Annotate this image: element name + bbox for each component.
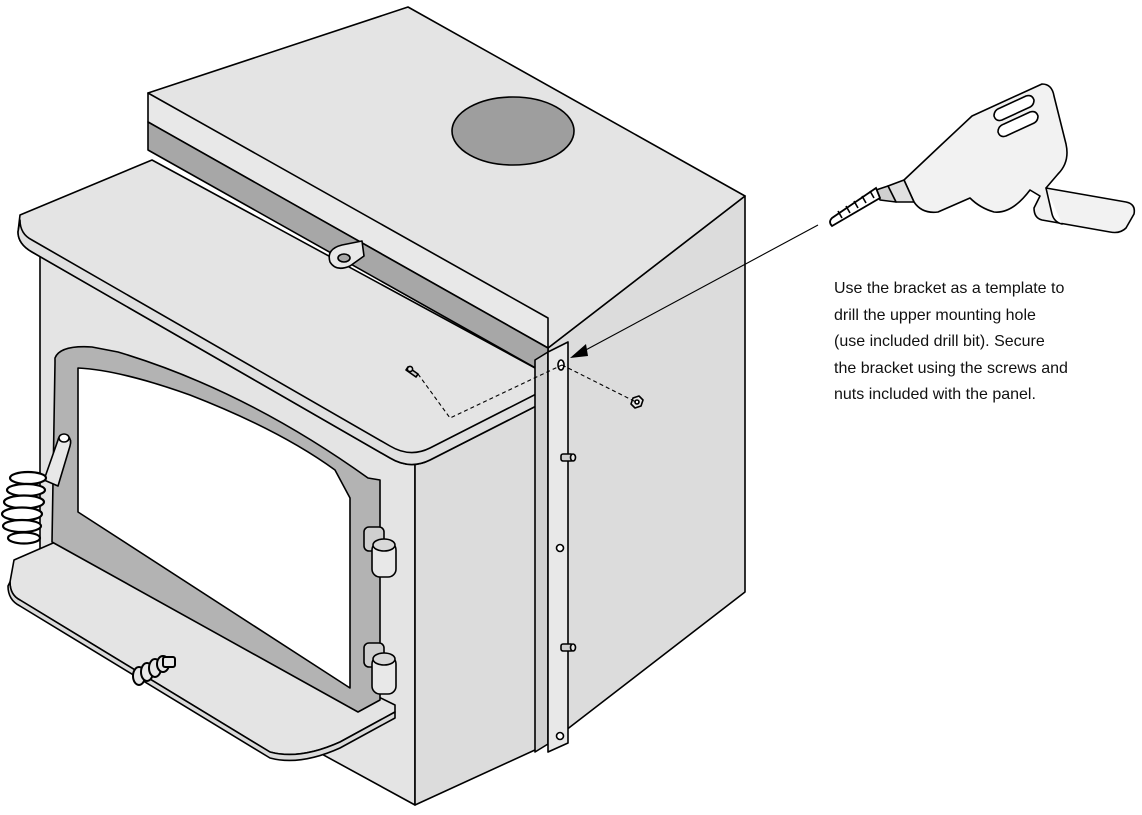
hinge-icon-lower xyxy=(363,642,397,695)
nut-icon xyxy=(630,395,644,409)
ash-lip-edge xyxy=(7,581,396,762)
instruction-line-2: drill the upper mounting hole xyxy=(834,306,1036,324)
instruction-line-4: the bracket using the screws and xyxy=(834,359,1068,377)
flue-collar xyxy=(451,96,575,166)
instruction-line-1: Use the bracket as a template to xyxy=(834,280,1065,297)
instruction-line-3: (use included drill bit). Secure xyxy=(834,333,1045,350)
door-handle-icon xyxy=(0,433,72,545)
lifting-eye-icon xyxy=(328,240,365,270)
hinge-icon xyxy=(363,526,397,578)
drill-icon xyxy=(829,83,1136,234)
instruction-line-5: nuts included with the panel. xyxy=(834,386,1036,403)
screw-icon xyxy=(405,365,419,378)
stud-upper xyxy=(560,453,577,462)
instruction-text: Use the bracket as a template to drill t… xyxy=(834,276,1134,409)
air-control-knob-icon xyxy=(132,655,176,686)
bracket-icon xyxy=(534,341,569,753)
leader-line xyxy=(581,224,819,353)
leader-arrowhead xyxy=(570,344,588,358)
stud-lower xyxy=(560,643,577,652)
door-glass xyxy=(77,367,351,689)
